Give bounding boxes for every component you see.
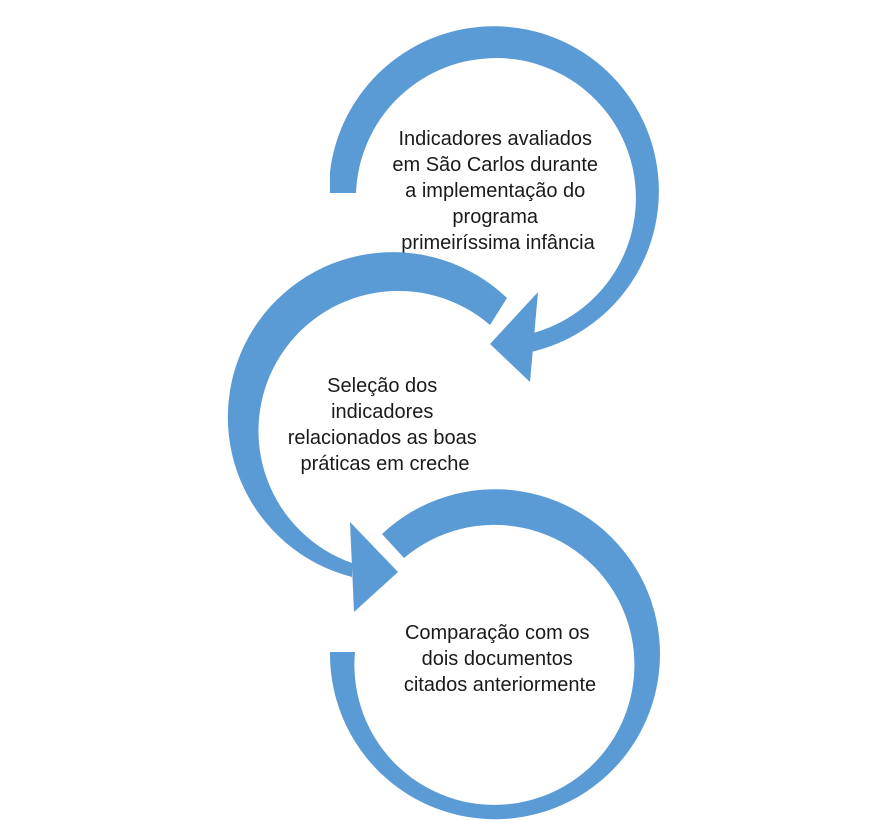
step-2-line-3: relacionados as boas	[288, 427, 477, 449]
step-3-line-3: citados anteriormente	[404, 674, 596, 696]
step-1-line-3: a implementação do	[405, 180, 585, 202]
cycle-ring-2: Seleção dos indicadores relacionados as …	[227, 252, 507, 612]
circular-arrow-2-arc	[227, 252, 507, 577]
step-1-text: Indicadores avaliados em São Carlos dura…	[392, 128, 603, 254]
step-2-line-1: Seleção dos	[327, 375, 437, 397]
circular-arrow-2-head	[350, 522, 398, 612]
step-2-text: Seleção dos indicadores relacionados as …	[288, 375, 483, 475]
step-1-line-5: primeiríssima infância	[401, 232, 595, 254]
circular-arrow-1-head	[490, 292, 538, 382]
step-1-line-2: em São Carlos durante	[392, 154, 598, 176]
step-3-text: Comparação com os dois documentos citado…	[404, 622, 596, 696]
step-3-line-1: Comparação com os	[405, 622, 590, 644]
step-1-line-1: Indicadores avaliados	[398, 128, 591, 150]
cycle-ring-3: Comparação com os dois documentos citado…	[329, 489, 660, 820]
cycle-ring-1: Indicadores avaliados em São Carlos dura…	[330, 26, 659, 382]
step-1-line-4: programa	[452, 206, 538, 228]
step-2-line-4: práticas em creche	[301, 453, 470, 475]
step-2-line-2: indicadores	[331, 401, 433, 423]
step-3-line-2: dois documentos	[422, 648, 573, 670]
